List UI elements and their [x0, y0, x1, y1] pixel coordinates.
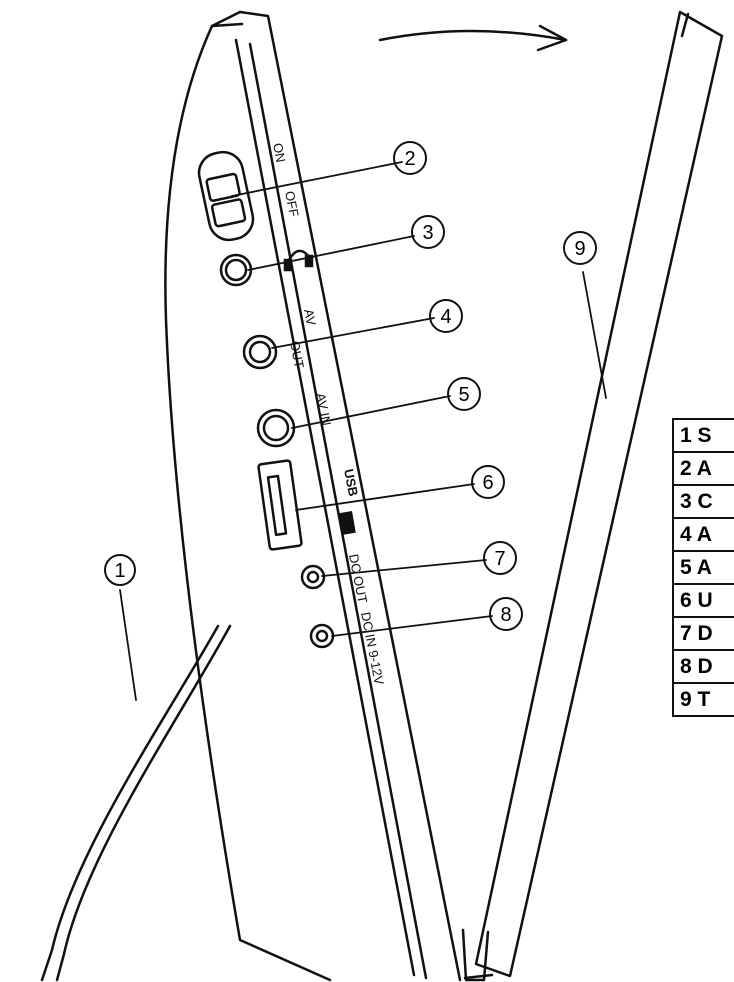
callout-1: 1 — [114, 560, 125, 582]
callout-5: 5 — [458, 384, 469, 406]
leader-lines — [119, 161, 607, 701]
label-av-out-1: AV — [301, 308, 319, 327]
usb-mark — [338, 510, 356, 536]
label-av-out-2: OUT — [287, 340, 307, 370]
legend-row: 4 A — [672, 517, 734, 552]
legend-row: 3 C — [672, 484, 734, 519]
rotation-arrow-icon — [378, 24, 568, 52]
av-in-jack — [256, 408, 296, 448]
headphone-icon — [283, 249, 314, 272]
legend-row: 5 A — [672, 550, 734, 585]
callout-9: 9 — [574, 238, 585, 260]
callout-8: 8 — [500, 604, 511, 626]
legend-num: 5 — [680, 555, 692, 579]
label-dc-in: DC IN 9-12V — [358, 611, 387, 687]
power-switch — [197, 150, 255, 242]
screen-lid — [474, 10, 724, 978]
legend-num: 1 — [680, 423, 692, 447]
legend-text: A — [696, 522, 712, 546]
legend-text: A — [696, 456, 712, 480]
device-body — [164, 10, 494, 982]
av-out-jack — [242, 334, 278, 370]
callout-numbers: 1 2 3 4 5 6 7 8 9 — [114, 148, 585, 626]
callout-6: 6 — [482, 472, 493, 494]
callout-circles — [104, 141, 597, 631]
legend-text: S — [697, 423, 712, 447]
legend-row: 6 U — [672, 583, 734, 618]
legend-num: 2 — [680, 456, 692, 480]
legend-row: 8 D — [672, 649, 734, 684]
legend-table: 1 S 2 A 3 C 4 A 5 A 6 U 7 D 8 D 9 T — [672, 418, 734, 717]
legend-num: 9 — [680, 687, 692, 711]
stand — [40, 624, 232, 982]
label-on: ON — [270, 142, 288, 164]
legend-num: 7 — [680, 621, 692, 645]
legend-row: 7 D — [672, 616, 734, 651]
legend-num: 8 — [680, 654, 692, 678]
dc-in-jack — [309, 623, 335, 649]
legend-num: 4 — [680, 522, 692, 546]
legend-text: D — [697, 621, 713, 645]
legend-row: 9 T — [672, 682, 734, 717]
legend-text: T — [697, 687, 711, 711]
legend-text: C — [697, 489, 713, 513]
legend-row: 2 A — [672, 451, 734, 486]
legend-text: D — [697, 654, 713, 678]
label-off: OFF — [282, 190, 302, 218]
callout-2: 2 — [404, 148, 415, 170]
usb-port — [257, 459, 303, 551]
dc-out-jack — [300, 564, 326, 590]
legend-row: 1 S — [672, 418, 734, 453]
headphone-jack — [219, 253, 253, 287]
callout-3: 3 — [422, 222, 433, 244]
callout-4: 4 — [440, 306, 451, 328]
label-usb: USB — [341, 468, 361, 498]
legend-text: U — [697, 588, 713, 612]
callout-7: 7 — [494, 548, 505, 570]
legend-num: 6 — [680, 588, 692, 612]
legend-text: A — [696, 555, 712, 579]
legend-num: 3 — [680, 489, 692, 513]
label-av-in: AV IN — [313, 392, 334, 427]
